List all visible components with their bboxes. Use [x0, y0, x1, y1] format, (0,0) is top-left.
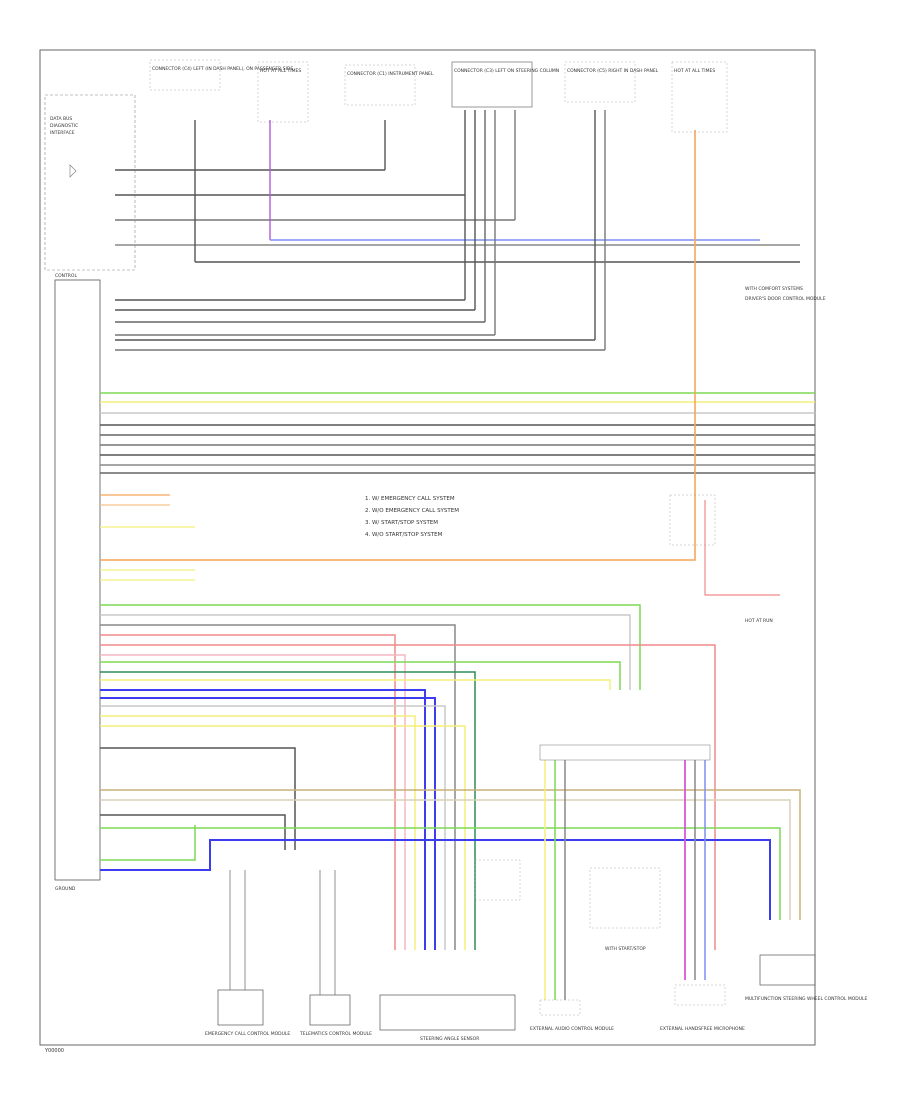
top-connector-d	[564, 61, 636, 103]
wire	[100, 654, 406, 950]
bottom-leads	[229, 870, 336, 995]
splice-box	[539, 744, 711, 761]
wire	[100, 614, 631, 690]
wire	[100, 661, 621, 690]
upper-wire-group	[115, 110, 800, 351]
top-connectors: CONNECTOR (C4) LEFT (IN DASH PANEL), ON …	[149, 59, 728, 133]
pink-wire	[704, 500, 780, 596]
wire	[100, 604, 641, 690]
left-submodule-label-2: DIAGNOSTIC	[50, 123, 78, 129]
bottom-label-4: EXTERNAL AUDIO CONTROL MODULE	[530, 1026, 614, 1032]
wire	[100, 825, 196, 861]
emergency-call-module-box	[217, 989, 264, 1026]
with-start-stop-box	[589, 867, 661, 929]
bottom-label-6: MULTIFUNCTION STEERING WHEEL CONTROL MOD…	[745, 996, 868, 1002]
wire	[100, 705, 446, 950]
diode-icon	[69, 164, 77, 178]
wire	[100, 725, 466, 950]
wire	[100, 814, 286, 850]
top-connector-b-label: CONNECTOR (C1) INSTRUMENT PANEL	[347, 71, 434, 77]
external-mic-box	[674, 984, 726, 1006]
bottom-label-1: EMERGENCY CALL CONTROL MODULE	[205, 1031, 290, 1037]
bottom-label-5: EXTERNAL HANDSFREE MICROPHONE	[660, 1026, 745, 1032]
wire	[100, 624, 456, 950]
hot-at-run-fuse	[669, 494, 716, 546]
orange-wire	[100, 130, 696, 561]
top-connector-d-label: CONNECTOR (C5) RIGHT IN DASH PANEL	[567, 68, 659, 74]
top-connector-c-label: CONNECTOR (C3) LEFT ON STEERING COLUMN	[454, 68, 559, 74]
main-module-bottom-label: GROUND	[55, 886, 76, 892]
steering-wheel-module-box	[759, 954, 816, 986]
wire	[100, 644, 716, 950]
wire	[100, 697, 436, 950]
wire	[100, 799, 791, 920]
wire	[100, 747, 296, 850]
telematics-module-box	[309, 994, 351, 1026]
wire	[100, 671, 476, 950]
right-note-1: WITH COMFORT SYSTEMS	[745, 286, 803, 292]
wire	[100, 789, 801, 920]
legend-item-3: 3. W/ START/STOP SYSTEM	[365, 520, 438, 526]
top-fuse-b	[671, 61, 728, 133]
legend-item-4: 4. W/O START/STOP SYSTEM	[365, 532, 443, 538]
wire	[100, 839, 771, 920]
left-submodule-label-1: DATA BUS	[50, 116, 72, 122]
wire	[100, 689, 426, 950]
diagram-frame	[39, 49, 816, 1046]
right-note-2: DRIVER'S DOOR CONTROL MODULE	[745, 296, 826, 302]
hot-at-run-box	[474, 859, 521, 901]
bottom-components: EMERGENCY CALL CONTROL MODULE TELEMATICS…	[205, 859, 868, 1042]
main-module-box	[54, 279, 101, 881]
lower-wire-group	[100, 604, 801, 1000]
bottom-label-3: STEERING ANGLE SENSOR	[420, 1036, 479, 1042]
steering-angle-sensor-box	[379, 994, 516, 1031]
main-module-label: CONTROL	[55, 273, 77, 279]
top-fuse-b-label: HOT AT ALL TIMES	[674, 68, 715, 74]
top-connector-b	[344, 64, 416, 106]
bottom-label-2: TELEMATICS CONTROL MODULE	[299, 1031, 372, 1037]
top-connector-c	[451, 61, 533, 108]
wire	[100, 715, 416, 950]
bus-wire-group	[100, 392, 815, 474]
external-audio-box	[539, 999, 581, 1016]
right-note-3: WITH START/STOP	[605, 946, 646, 952]
wire	[100, 634, 396, 950]
legend-item-1: 1. W/ EMERGENCY CALL SYSTEM	[365, 496, 455, 502]
wire	[100, 827, 781, 920]
top-connector-a-label: CONNECTOR (C4) LEFT (IN DASH PANEL), ON …	[152, 66, 293, 72]
top-fuse-a-label: HOT AT ALL TIMES	[260, 68, 301, 74]
legend-item-2: 2. W/O EMERGENCY CALL SYSTEM	[365, 508, 459, 514]
top-connector-a	[149, 59, 221, 91]
footer-code: Y00000	[44, 1048, 64, 1054]
legend: 1. W/ EMERGENCY CALL SYSTEM 2. W/O EMERG…	[365, 496, 459, 538]
top-fuse-a	[257, 61, 309, 123]
left-submodule-box	[44, 94, 136, 271]
hot-at-run-label: HOT AT RUN	[745, 618, 773, 624]
wire	[100, 679, 611, 690]
stub-wires	[100, 494, 195, 581]
left-submodule-label-3: INTERFACE	[50, 130, 75, 136]
